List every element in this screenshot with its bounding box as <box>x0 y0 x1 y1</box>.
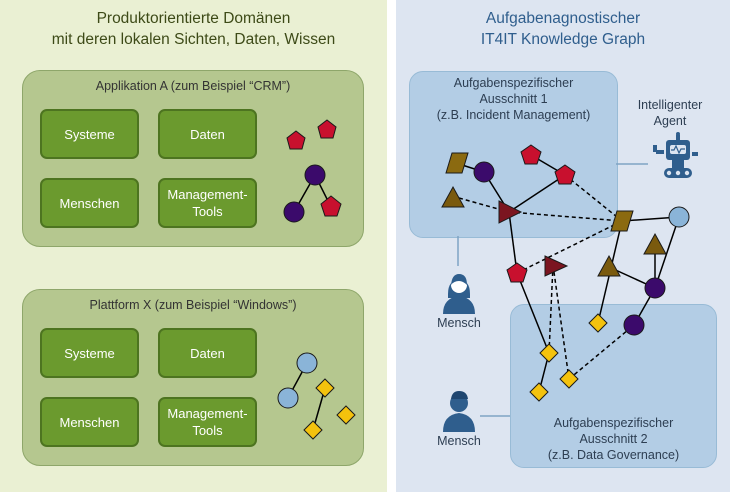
circle-node <box>644 277 666 299</box>
diamond-node <box>529 382 549 402</box>
agent-label-line-2: Agent <box>653 114 687 128</box>
diamond-node <box>559 369 579 389</box>
left-title-line-2: mit deren lokalen Sichten, Daten, Wissen <box>51 31 336 48</box>
excerpt-2-line-2: Ausschnitt 2 <box>579 432 648 446</box>
graph-edge <box>516 272 550 354</box>
graph-edge <box>508 211 518 274</box>
tile-label-line-2: Tools <box>192 204 223 219</box>
graph-edge-dashed <box>552 264 570 380</box>
excerpt-2-label: Aufgabenspezifischer Ausschnitt 2 (z.B. … <box>511 415 716 463</box>
tile-label: Menschen <box>59 195 120 211</box>
parallelogram-node <box>610 210 634 232</box>
group-a-graph <box>283 119 342 223</box>
application-a-label: Applikation A (zum Beispiel “CRM”) <box>95 79 291 93</box>
platform-x-label: Plattform X (zum Beispiel “Windows”) <box>89 298 297 312</box>
tile-label-line-1: Management- <box>167 187 248 202</box>
agent-label: Intelligenter Agent <box>630 97 710 129</box>
person-2-label: Mensch <box>437 434 481 448</box>
pentagon-node <box>520 144 542 165</box>
pentagon-node <box>506 262 528 283</box>
tile-systeme: Systeme <box>40 328 139 378</box>
graph-edge <box>654 216 680 289</box>
excerpt-1-label: Aufgabenspezifischer Ausschnitt 1 (z.B. … <box>410 75 617 123</box>
pentagon-node <box>320 195 342 217</box>
triangle-node <box>597 254 621 277</box>
knowledge-graph-nodes <box>441 144 690 402</box>
circle-node <box>304 164 326 186</box>
right-title-line-1: Aufgabenagnostischer <box>485 10 641 27</box>
tile-label: Systeme <box>64 126 115 142</box>
parallelogram-node <box>445 152 469 174</box>
application-a-group: Applikation A (zum Beispiel “CRM”) Syste… <box>22 70 364 247</box>
tile-menschen: Menschen <box>40 397 139 447</box>
pentagon-node <box>286 130 306 150</box>
circle-node <box>668 206 690 228</box>
tile-label: Daten <box>190 345 225 361</box>
excerpt-1-line-3: (z.B. Incident Management) <box>436 108 591 122</box>
triangle-node <box>544 255 569 277</box>
excerpt-2-region: Aufgabenspezifischer Ausschnitt 2 (z.B. … <box>510 304 717 468</box>
tile-label: Menschen <box>59 414 120 430</box>
pentagon-node <box>317 119 337 139</box>
tile-management-tools: Management- Tools <box>158 397 257 447</box>
robot-icon <box>653 132 698 178</box>
circle-node <box>473 161 495 183</box>
tile-menschen: Menschen <box>40 178 139 228</box>
left-title-line-1: Produktorientierte Domänen <box>96 10 291 27</box>
tile-label-line-1: Management- <box>167 406 248 421</box>
circle-node <box>283 201 305 223</box>
person-icon <box>443 274 475 314</box>
graph-edge <box>508 174 566 213</box>
pentagon-node <box>554 164 576 185</box>
diamond-node <box>303 420 323 440</box>
diamond-node <box>336 405 356 425</box>
right-panel-title: Aufgabenagnostischer IT4IT Knowledge Gra… <box>396 8 730 50</box>
circle-node <box>277 387 299 409</box>
agent-label-line-1: Intelligenter <box>637 98 703 112</box>
graph-edge-dashed <box>568 324 635 380</box>
excerpt-1-line-1: Aufgabenspezifischer <box>453 76 574 90</box>
tile-systeme: Systeme <box>40 109 139 159</box>
diamond-node <box>539 343 559 363</box>
tile-daten: Daten <box>158 109 257 159</box>
tile-management-tools: Management- Tools <box>158 178 257 228</box>
platform-x-group: Plattform X (zum Beispiel “Windows”) Sys… <box>22 289 364 466</box>
knowledge-graph-edges <box>458 154 680 393</box>
circle-node <box>623 314 645 336</box>
graph-edge-dashed <box>548 264 554 354</box>
graph-edge-dashed <box>508 211 623 222</box>
triangle-node <box>441 185 465 208</box>
triangle-node <box>643 232 667 255</box>
left-panel-title: Produktorientierte Domänen mit deren lok… <box>0 8 387 50</box>
excerpt-2-line-3: (z.B. Data Governance) <box>547 448 680 462</box>
tile-label-line-2: Tools <box>192 423 223 438</box>
triangle-node <box>498 200 523 224</box>
diamond-node <box>315 378 335 398</box>
excerpt-2-line-1: Aufgabenspezifischer <box>553 416 674 430</box>
circle-node <box>296 352 318 374</box>
graph-edge-dashed <box>516 220 623 274</box>
tile-label: Daten <box>190 126 225 142</box>
person-1-label: Mensch <box>437 316 481 330</box>
group-x-graph <box>277 352 356 440</box>
tile-daten: Daten <box>158 328 257 378</box>
right-title-line-2: IT4IT Knowledge Graph <box>480 31 646 48</box>
person-icon <box>443 391 475 432</box>
diamond-node <box>588 313 608 333</box>
graph-edge-dashed <box>564 174 623 222</box>
tile-label: Systeme <box>64 345 115 361</box>
excerpt-1-line-2: Ausschnitt 1 <box>479 92 548 106</box>
